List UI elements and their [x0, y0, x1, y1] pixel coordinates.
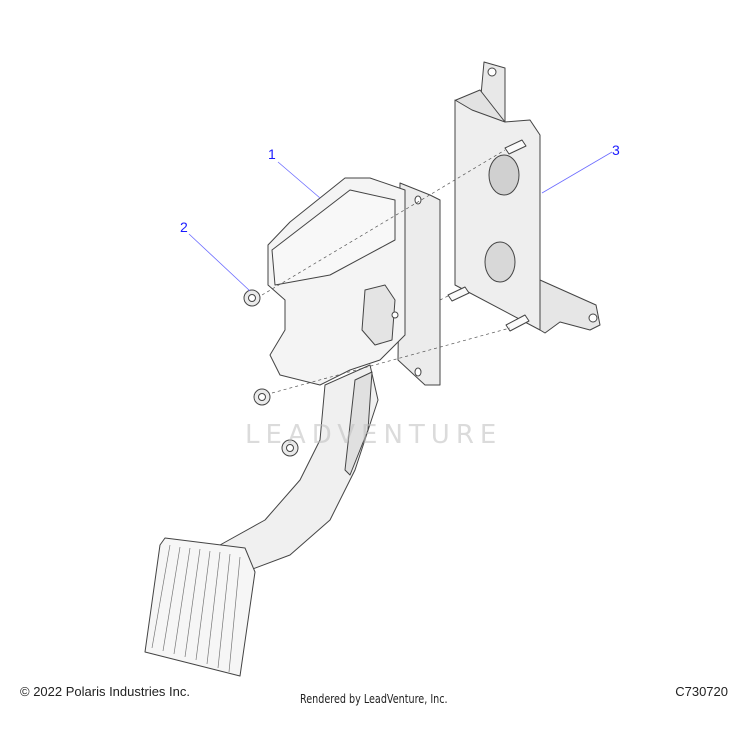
- alignment-lines: [261, 149, 511, 394]
- diagram-code: C730720: [675, 684, 728, 699]
- callout-1[interactable]: 1: [268, 146, 276, 162]
- bracket-part-3: [447, 61, 601, 334]
- nut-part-2: [243, 289, 299, 457]
- callout-3[interactable]: 3: [612, 142, 620, 158]
- watermark: LEADVENTURE: [245, 420, 503, 450]
- pedal-assembly-part-1: [144, 177, 441, 677]
- rendered-by-text: Rendered by LeadVenture, Inc.: [300, 692, 448, 706]
- copyright-text: © 2022 Polaris Industries Inc.: [20, 684, 190, 699]
- callout-2[interactable]: 2: [180, 219, 188, 235]
